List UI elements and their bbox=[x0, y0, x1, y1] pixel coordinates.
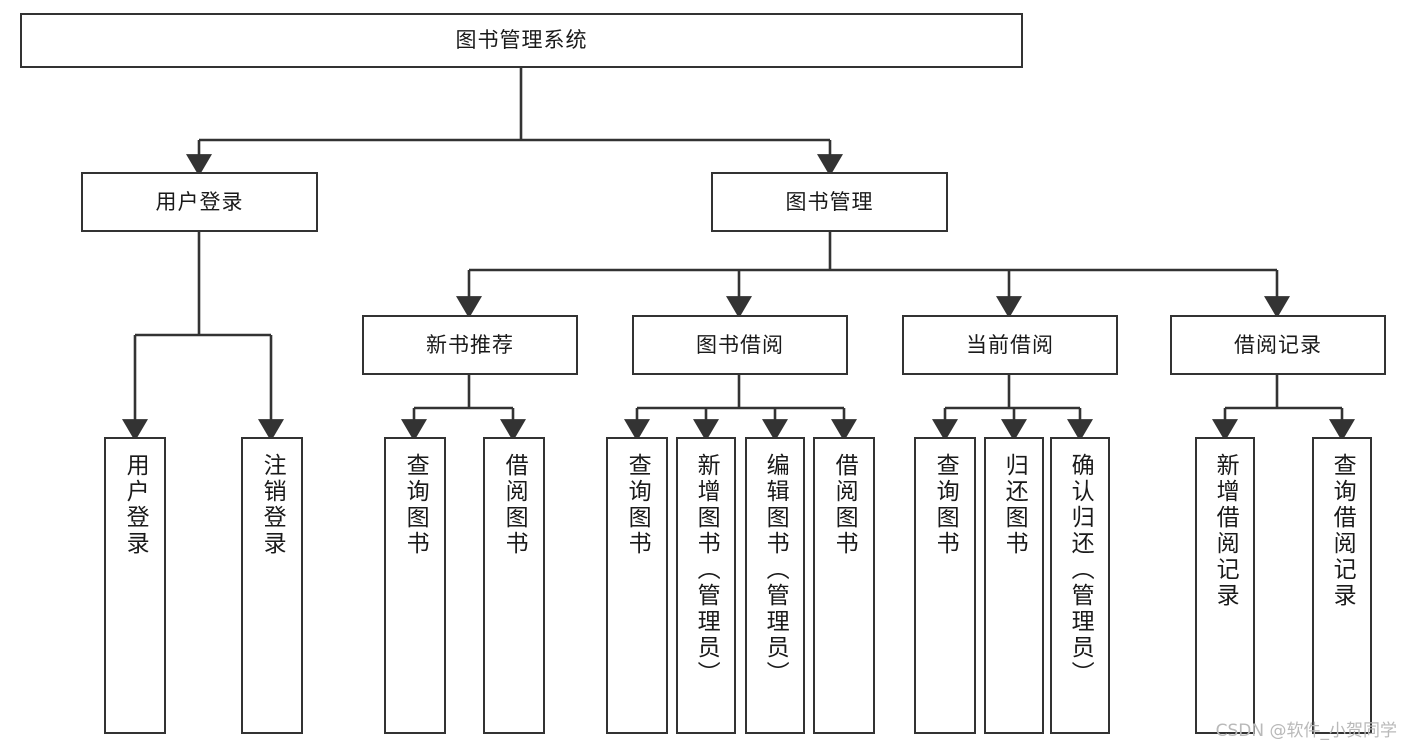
node-leaf-borrow-book-1-label: 借阅图书 bbox=[501, 453, 528, 557]
node-root[interactable]: 图书管理系统 bbox=[20, 13, 1023, 68]
node-leaf-confirm-return-label: 确认归还（管理员） bbox=[1067, 453, 1094, 687]
node-leaf-add-record[interactable]: 新增借阅记录 bbox=[1195, 437, 1255, 734]
node-leaf-borrow-book-2[interactable]: 借阅图书 bbox=[813, 437, 875, 734]
node-leaf-confirm-return[interactable]: 确认归还（管理员） bbox=[1050, 437, 1110, 734]
node-leaf-query-record-label: 查询借阅记录 bbox=[1329, 453, 1356, 609]
node-user-login-label: 用户登录 bbox=[155, 189, 244, 214]
node-leaf-logout-label: 注销登录 bbox=[259, 453, 286, 557]
node-current-borrow-label: 当前借阅 bbox=[966, 332, 1054, 357]
node-borrow-record[interactable]: 借阅记录 bbox=[1170, 315, 1386, 375]
node-leaf-borrow-book-2-label: 借阅图书 bbox=[831, 453, 858, 557]
node-leaf-query-book-2[interactable]: 查询图书 bbox=[606, 437, 668, 734]
node-leaf-query-book-3-label: 查询图书 bbox=[932, 453, 959, 557]
node-book-manage[interactable]: 图书管理 bbox=[711, 172, 948, 232]
node-leaf-user-login-label: 用户登录 bbox=[122, 453, 149, 557]
node-leaf-add-record-label: 新增借阅记录 bbox=[1212, 453, 1239, 609]
node-new-book-recommend[interactable]: 新书推荐 bbox=[362, 315, 578, 375]
node-leaf-query-record[interactable]: 查询借阅记录 bbox=[1312, 437, 1372, 734]
node-leaf-add-book[interactable]: 新增图书（管理员） bbox=[676, 437, 736, 734]
node-leaf-user-login[interactable]: 用户登录 bbox=[104, 437, 166, 734]
node-leaf-query-book-1-label: 查询图书 bbox=[402, 453, 429, 557]
node-book-borrow[interactable]: 图书借阅 bbox=[632, 315, 848, 375]
node-leaf-edit-book[interactable]: 编辑图书（管理员） bbox=[745, 437, 805, 734]
node-current-borrow[interactable]: 当前借阅 bbox=[902, 315, 1118, 375]
node-leaf-add-book-label: 新增图书（管理员） bbox=[693, 453, 720, 687]
node-leaf-query-book-1[interactable]: 查询图书 bbox=[384, 437, 446, 734]
watermark-text: CSDN @软件_小贺同学 bbox=[1215, 721, 1397, 741]
node-new-book-recommend-label: 新书推荐 bbox=[426, 332, 514, 357]
node-book-borrow-label: 图书借阅 bbox=[696, 332, 784, 357]
node-leaf-query-book-2-label: 查询图书 bbox=[624, 453, 651, 557]
node-leaf-borrow-book-1[interactable]: 借阅图书 bbox=[483, 437, 545, 734]
node-leaf-return-book[interactable]: 归还图书 bbox=[984, 437, 1044, 734]
node-leaf-query-book-3[interactable]: 查询图书 bbox=[914, 437, 976, 734]
node-user-login[interactable]: 用户登录 bbox=[81, 172, 318, 232]
node-leaf-edit-book-label: 编辑图书（管理员） bbox=[762, 453, 789, 687]
node-leaf-return-book-label: 归还图书 bbox=[1001, 453, 1028, 557]
node-root-label: 图书管理系统 bbox=[455, 28, 588, 53]
node-borrow-record-label: 借阅记录 bbox=[1234, 332, 1322, 357]
node-book-manage-label: 图书管理 bbox=[785, 189, 874, 214]
node-leaf-logout[interactable]: 注销登录 bbox=[241, 437, 303, 734]
